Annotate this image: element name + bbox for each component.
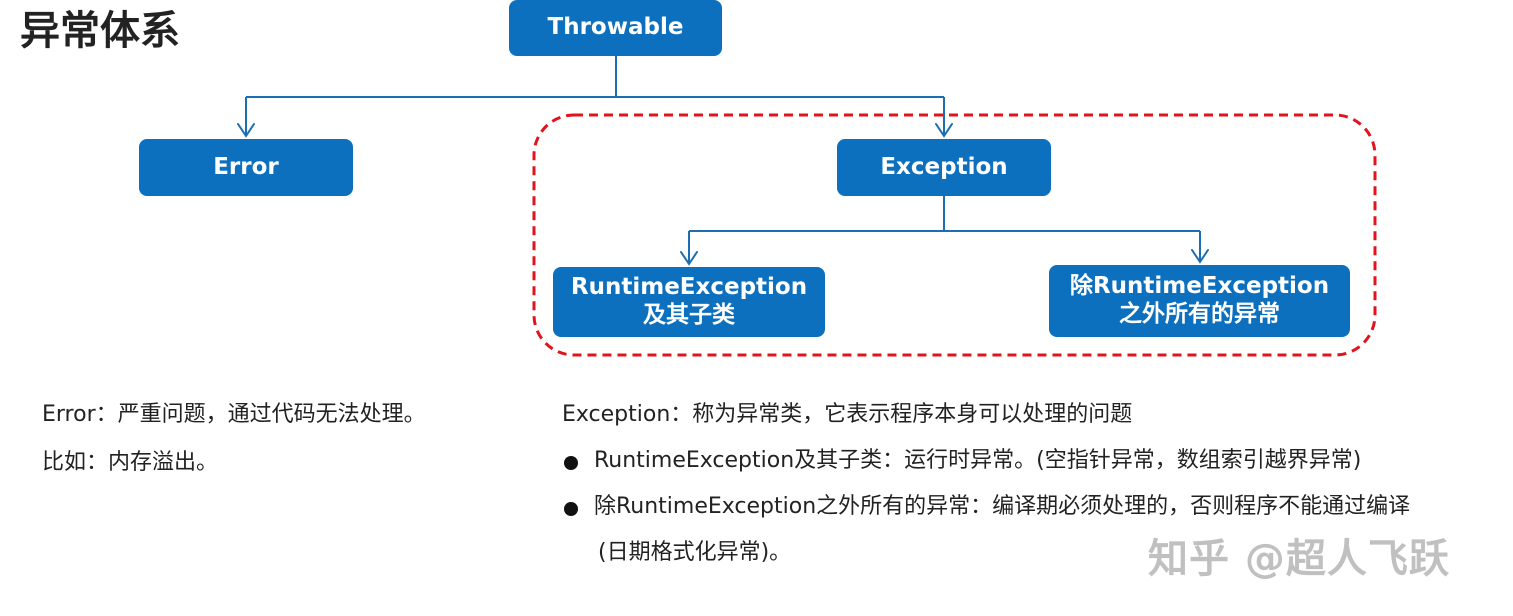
arrowhead-exception [935, 123, 953, 138]
throwable-node: Throwable [509, 0, 722, 56]
error-description: Error：严重问题，通过代码无法处理。 [42, 402, 426, 427]
non-runtime-exception-example: (日期格式化异常)。 [598, 540, 792, 565]
runtime-exception-description: RuntimeException及其子类：运行时异常。(空指针异常，数组索引越界… [594, 448, 1362, 473]
exception-description: Exception：称为异常类，它表示程序本身可以处理的问题 [562, 402, 1133, 427]
non-runtime-exception-node: 除RuntimeException 之外所有的异常 [1049, 265, 1350, 337]
throwable-label: Throwable [547, 14, 684, 41]
non-runtime-exception-label-line2: 之外所有的异常 [1119, 301, 1280, 327]
arrowhead-runtime [680, 251, 698, 266]
error-node: Error [139, 139, 353, 196]
non-runtime-exception-description: 除RuntimeException之外所有的异常：编译期必须处理的，否则程序不能… [594, 494, 1411, 519]
arrowhead-error [237, 123, 255, 138]
page-title: 异常体系 [20, 8, 180, 54]
arrowhead-nonruntime [1191, 249, 1209, 264]
exception-label: Exception [880, 153, 1008, 180]
error-label: Error [213, 153, 279, 180]
runtime-exception-label-line1: RuntimeException [570, 274, 808, 301]
bullet-dot-icon [564, 456, 578, 470]
exception-highlight-frame [532, 113, 1377, 357]
watermark: 知乎 @超人飞跃 [1148, 536, 1450, 582]
error-example: 比如：内存溢出。 [42, 450, 219, 475]
runtime-exception-node: RuntimeException 及其子类 [553, 267, 825, 337]
exception-node: Exception [837, 139, 1051, 196]
bullet-dot-icon [564, 502, 578, 516]
runtime-exception-label-line2: 及其子类 [643, 302, 735, 328]
non-runtime-exception-label-line1: 除RuntimeException [1069, 273, 1330, 300]
